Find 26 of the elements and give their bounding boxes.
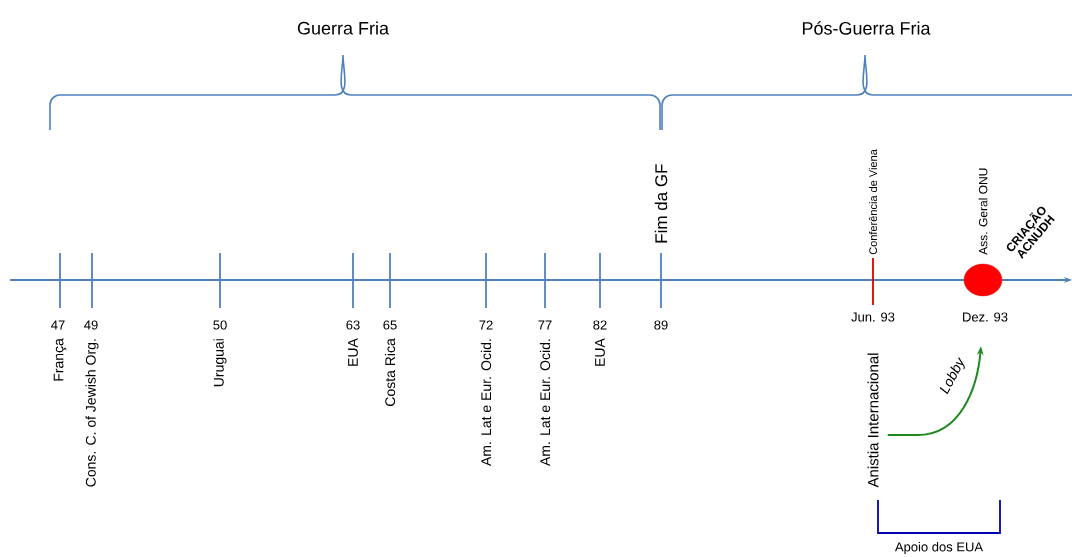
- event-label: Conferência de Viena: [868, 149, 878, 255]
- country-label: Am. Lat e Eur. Ocid.: [480, 339, 492, 466]
- year-label: 47: [51, 320, 65, 330]
- country-label: Am. Lat e Eur. Ocid.: [539, 339, 551, 466]
- year-label: 77: [538, 320, 552, 330]
- date-label: Jun. 93: [851, 312, 895, 322]
- event-dot: [963, 263, 1003, 297]
- year-label: 49: [84, 320, 98, 330]
- country-label: Uruguai: [213, 339, 227, 387]
- year-label: 65: [383, 320, 397, 330]
- bracket-label: Apoio dos EUA: [894, 541, 984, 555]
- date-label: Dez. 93: [963, 312, 1008, 322]
- period-label: Pós-Guerra Fria: [802, 21, 931, 35]
- year-label: 82: [593, 320, 607, 330]
- country-label: EUA: [348, 338, 358, 366]
- country-label: Cons. C. of Jewish Org.: [85, 339, 99, 487]
- country-label: Costa Rica: [384, 338, 396, 406]
- year-label: 89: [654, 320, 668, 330]
- country-label: França: [53, 338, 67, 381]
- year-label: 72: [479, 320, 493, 330]
- country-label: EUA: [595, 338, 605, 366]
- vertical-label: Anistia Internacional: [867, 353, 879, 488]
- period-label: Guerra Fria: [297, 21, 389, 35]
- year-label: 63: [346, 320, 360, 330]
- year-label: 50: [213, 320, 227, 330]
- event-label: Fim da GF: [654, 164, 668, 243]
